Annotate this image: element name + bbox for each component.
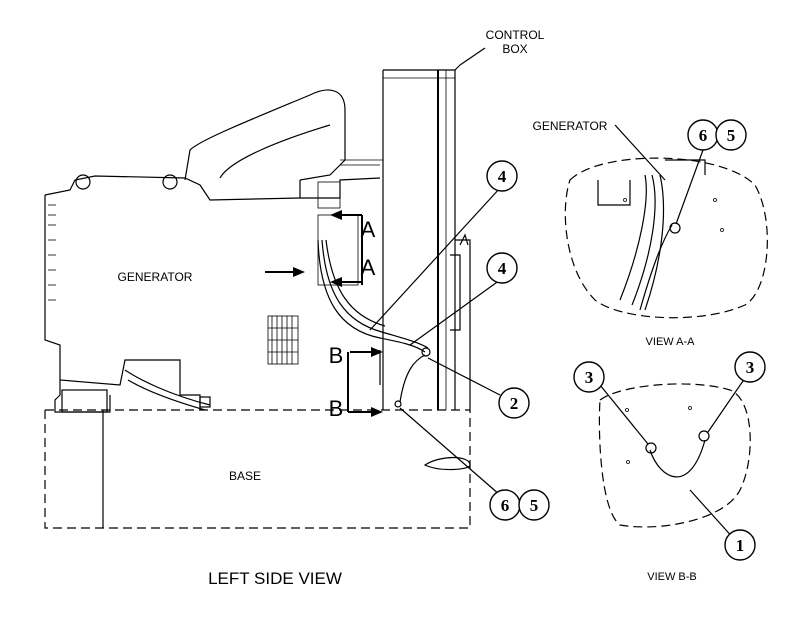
view-aa-title: VIEW A-A	[646, 336, 696, 348]
control-box-label-line2: BOX	[502, 42, 527, 56]
callout-5-detail-text: 5	[727, 126, 736, 145]
section-a-markers	[265, 210, 363, 287]
callout-3-right-text: 3	[746, 358, 755, 377]
cable-harness	[317, 239, 431, 408]
callout-2-text: 2	[510, 394, 519, 413]
seat-housing	[184, 89, 381, 199]
view-aa	[564, 124, 768, 319]
view-bb-title: VIEW B-B	[647, 571, 697, 583]
callout-5-detail: 5	[715, 119, 747, 151]
callout-5-main: 5	[518, 489, 550, 521]
control-box	[317, 64, 471, 410]
generator-detail-label: GENERATOR	[533, 119, 608, 133]
section-a-upper-letter: A	[361, 217, 376, 242]
view-bb	[598, 377, 751, 541]
base-label: BASE	[229, 469, 261, 483]
section-b-markers	[347, 347, 383, 417]
callout-4-upper-text: 4	[498, 167, 507, 186]
callout-4-lower: 4	[486, 252, 518, 284]
callout-3-right: 3	[734, 351, 766, 383]
callout-6-main: 6	[489, 489, 521, 521]
left-side-view-title: LEFT SIDE VIEW	[208, 569, 342, 588]
callout-1: 1	[724, 529, 756, 561]
callout-6-main-text: 6	[501, 496, 510, 515]
section-a-lower-letter: A	[361, 255, 376, 280]
callout-6-detail: 6	[687, 119, 719, 151]
generator-body	[44, 174, 301, 413]
callout-1-text: 1	[736, 536, 745, 555]
section-b-lower-letter: B	[329, 396, 344, 421]
generator-label: GENERATOR	[118, 270, 193, 284]
callout-4-lower-text: 4	[498, 259, 507, 278]
callout-3-left: 3	[573, 361, 605, 393]
leader-lines-main	[369, 47, 501, 496]
callout-6-detail-text: 6	[699, 126, 708, 145]
left-side-view	[44, 47, 501, 529]
callout-3-left-text: 3	[585, 368, 594, 387]
callout-4-upper: 4	[486, 160, 518, 192]
control-box-label-line1: CONTROL	[486, 28, 545, 42]
callout-2: 2	[498, 387, 530, 419]
section-b-upper-letter: B	[329, 343, 344, 368]
callout-5-main-text: 5	[530, 496, 539, 515]
